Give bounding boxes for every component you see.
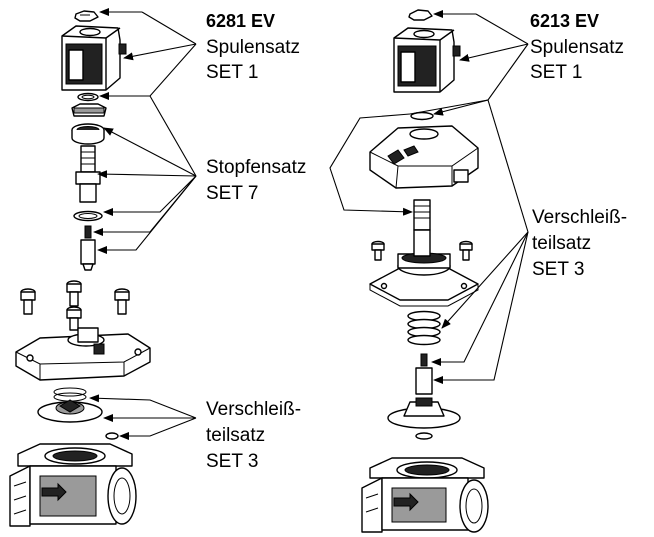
left-coil	[61, 25, 127, 91]
right-screw-2	[459, 240, 473, 261]
left-diaphragm	[37, 399, 103, 423]
right-valve-body	[361, 457, 489, 533]
right-plug-tube	[413, 199, 431, 231]
left-o-ring-1	[77, 92, 99, 102]
right-model-title: 6213 EV	[530, 11, 600, 31]
left-nut-1	[71, 103, 107, 117]
left-plug-set-leaders	[93, 95, 197, 254]
left-valve-body	[9, 443, 137, 527]
right-screw-1	[371, 240, 385, 261]
left-screw-3	[114, 288, 130, 315]
right-wear-set-leaders	[329, 99, 529, 384]
right-bonnet	[369, 125, 479, 189]
left-spring	[53, 387, 87, 402]
left-wear-set-id: SET 3	[206, 451, 259, 472]
right-base-plate	[369, 229, 479, 307]
right-coil-nut	[408, 9, 433, 21]
left-coil-set-name: Spulensatz	[206, 37, 301, 58]
left-plug-set-name: Stopfensatz	[206, 157, 307, 178]
right-spring	[407, 310, 441, 346]
right-wear-set-id: SET 3	[532, 259, 585, 280]
left-model-label: 6281 EV	[206, 10, 275, 33]
left-plug-set-id: SET 7	[206, 183, 259, 204]
right-diaphragm	[387, 397, 461, 440]
right-model-label: 6213 EV	[530, 10, 599, 33]
left-plug-tube	[75, 145, 101, 203]
right-core	[415, 367, 433, 395]
right-wear-set-line1: Verschleiß-	[532, 207, 628, 228]
right-core-spring	[420, 353, 428, 367]
left-gasket	[105, 432, 119, 440]
left-wear-set-line2: teilsatz	[206, 425, 266, 446]
left-screw-1	[20, 288, 36, 315]
left-core	[80, 239, 96, 271]
left-wear-set-leaders	[89, 394, 197, 440]
right-coil	[393, 27, 461, 93]
left-nut-2	[71, 123, 105, 145]
left-core-spring	[84, 225, 92, 239]
right-coil-set-id: SET 1	[530, 62, 583, 83]
left-model-title: 6281 EV	[206, 11, 276, 31]
left-o-ring-2	[73, 210, 103, 222]
right-o-ring	[410, 111, 434, 121]
right-wear-set-line2: teilsatz	[532, 233, 592, 254]
left-coil-set-id: SET 1	[206, 62, 259, 83]
left-wear-set-line1: Verschleiß-	[206, 399, 302, 420]
left-screw-2	[66, 280, 82, 307]
left-screw-4	[66, 306, 82, 331]
right-coil-set-name: Spulensatz	[530, 37, 625, 58]
left-coil-nut	[74, 10, 99, 22]
left-bonnet	[15, 327, 151, 381]
